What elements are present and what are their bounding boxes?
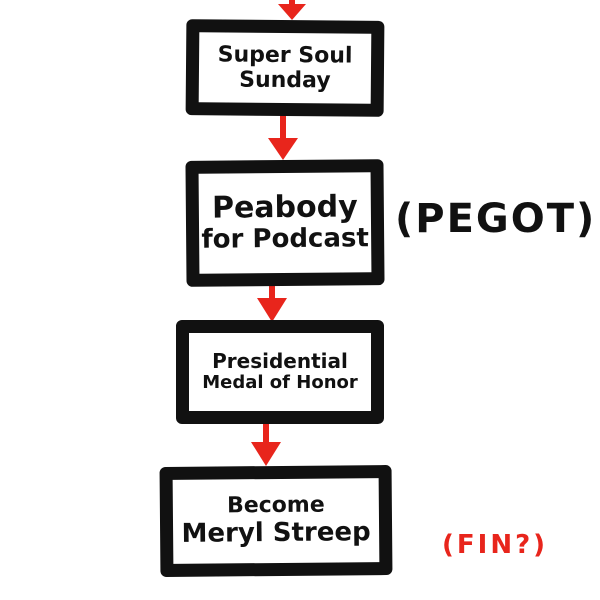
- step-text-line1: Presidential: [212, 349, 348, 374]
- pegot-annotation: (PEGOT): [395, 196, 597, 242]
- step-become-meryl-streep: Become Meryl Streep: [159, 464, 393, 578]
- arrow-step-2-to-3: [257, 283, 287, 322]
- step-text-line1: Peabody: [211, 189, 358, 226]
- step-presidential-medal: Presidential Medal of Honor: [176, 320, 384, 424]
- step-text-line2: Medal of Honor: [202, 372, 358, 394]
- step-text-line1: Become: [226, 492, 325, 519]
- step-super-soul-sunday: Super Soul Sunday: [185, 19, 385, 117]
- step-text-line2: for Podcast: [201, 223, 369, 256]
- arrow-into-step-1: [278, 0, 306, 20]
- arrow-step-3-to-4: [251, 421, 281, 466]
- step-text-line2: Sunday: [239, 67, 331, 94]
- step-text-line1: Super Soul: [217, 42, 353, 69]
- fin-annotation: (FIN?): [442, 530, 549, 560]
- step-peabody-for-podcast: Peabody for Podcast: [185, 159, 385, 287]
- arrow-step-1-to-2: [268, 113, 298, 160]
- step-text-line2: Meryl Streep: [181, 516, 371, 549]
